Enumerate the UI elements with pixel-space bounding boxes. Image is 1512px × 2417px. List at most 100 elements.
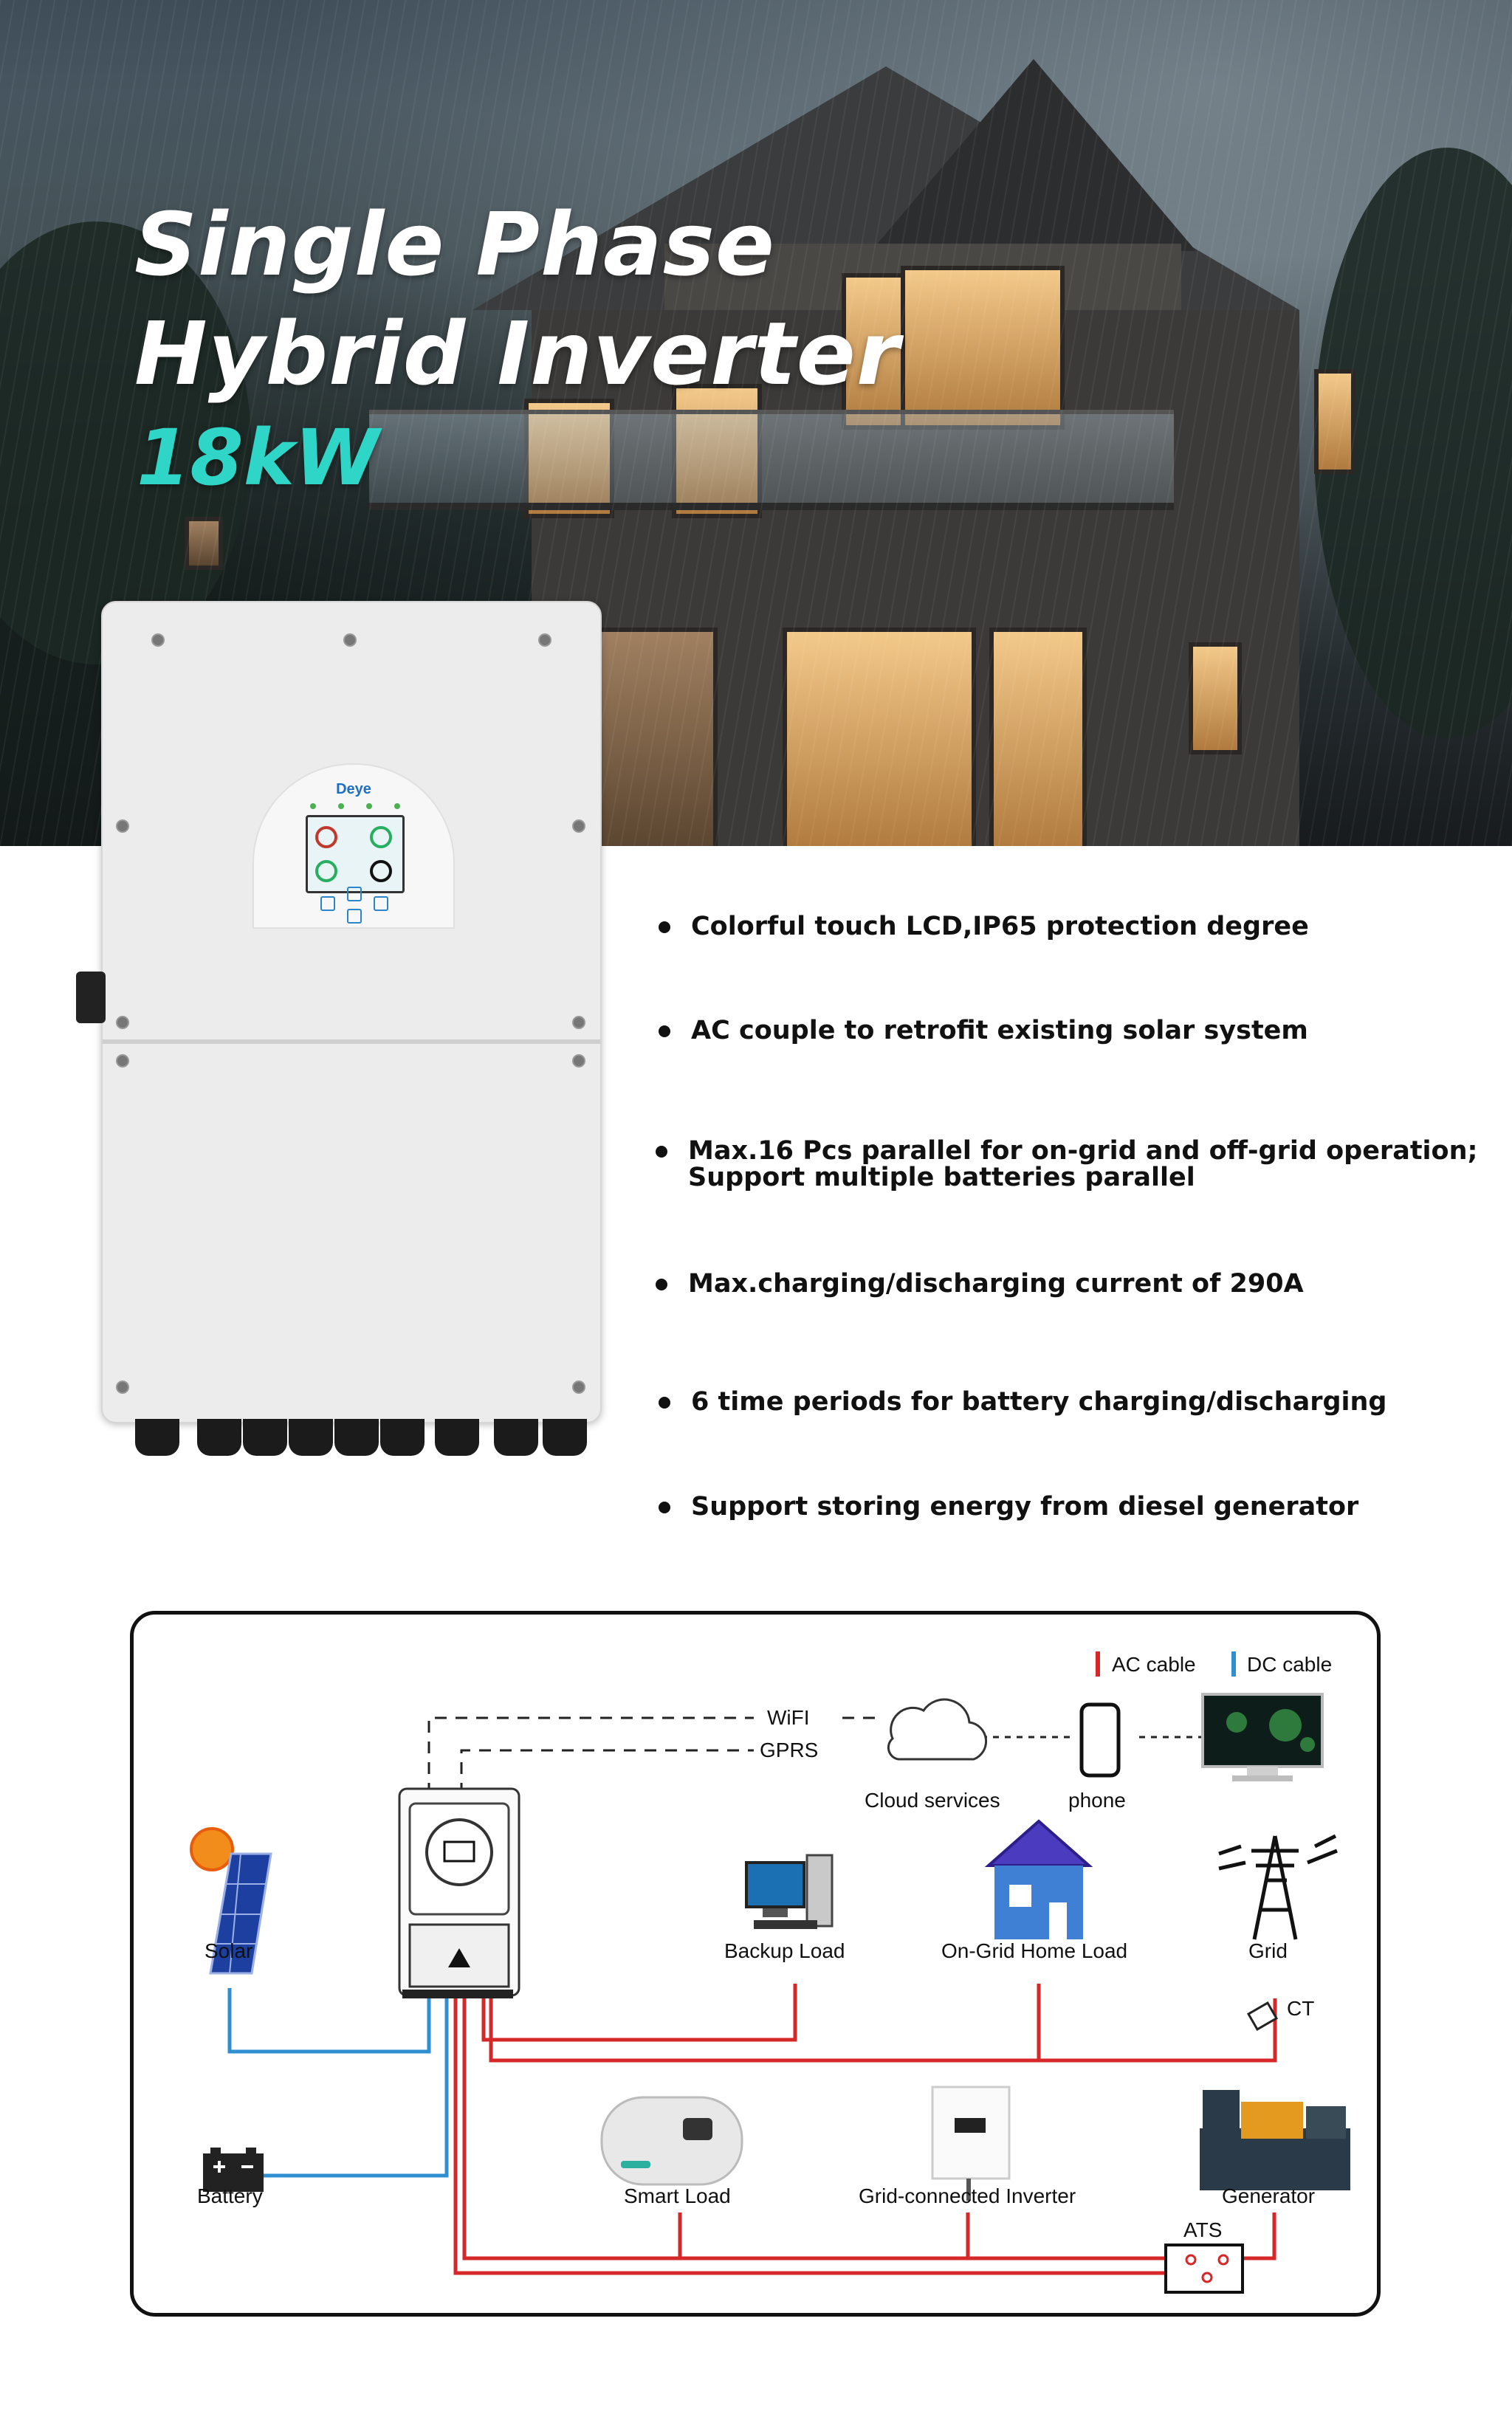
window	[672, 384, 762, 518]
bullet	[656, 1279, 667, 1290]
bullet	[659, 921, 670, 933]
grid-label: Grid	[1248, 1939, 1288, 1962]
lcd-gauge-icon	[315, 860, 337, 882]
phone-label: phone	[1068, 1789, 1126, 1812]
window	[1314, 369, 1355, 474]
cable-gland	[494, 1419, 538, 1456]
wifi-link	[427, 1716, 754, 1795]
generator-icon	[1200, 2090, 1350, 2190]
menu-button-icon	[374, 896, 388, 911]
lcd-gauge-icon	[370, 860, 392, 882]
ats-label: ATS	[1183, 2218, 1223, 2241]
bullet	[659, 1502, 670, 1513]
hero-banner: Single Phase Hybrid Inverter 18kW	[0, 0, 1512, 846]
hero-title-line1: Single Phase	[134, 193, 775, 295]
feature-text: Colorful touch LCD,IP65 protection degre…	[691, 912, 1309, 941]
cable-gland	[289, 1419, 333, 1456]
house-gable	[871, 59, 1196, 251]
hero-power-rating: 18kW	[137, 413, 379, 503]
ongrid-home-load-label: On-Grid Home Load	[941, 1939, 1128, 1962]
wifi-label: WiFI	[767, 1706, 810, 1729]
ct-icon	[1246, 2001, 1279, 2031]
screw	[116, 1054, 129, 1067]
cable-gland	[135, 1419, 179, 1456]
window	[524, 399, 614, 518]
cable-gland	[543, 1419, 587, 1456]
ats-box	[1164, 2244, 1244, 2294]
balcony	[369, 410, 1174, 510]
monitor-icon	[1201, 1693, 1324, 1781]
screw	[343, 633, 357, 647]
feature-text: Max.charging/discharging current of 290A	[688, 1269, 1304, 1299]
house-icon	[984, 1819, 1093, 1939]
inverter-product-image: Deye	[76, 601, 602, 1456]
inverter-icon	[398, 1787, 520, 1998]
ac-cable-legend: AC cable	[1112, 1653, 1196, 1676]
status-led	[366, 803, 372, 809]
brand-logo: Deye	[336, 781, 371, 797]
gprs-link	[460, 1749, 754, 1795]
cable-gland	[334, 1419, 379, 1456]
feature-text: AC couple to retrofit existing solar sys…	[691, 1016, 1308, 1045]
feature-text: Max.16 Pcs parallel for on-grid and off-…	[688, 1136, 1478, 1166]
hero-title-line2: Hybrid Inverter	[134, 303, 901, 405]
menu-button-icon	[347, 909, 362, 924]
cable-gland	[197, 1419, 241, 1456]
ats-contact	[1201, 2272, 1213, 2283]
status-led	[394, 803, 400, 809]
transmission-tower-icon	[1218, 1834, 1338, 1940]
backup-load-cable	[481, 1984, 797, 2042]
gprs-label: GPRS	[760, 1739, 819, 1761]
status-led	[310, 803, 316, 809]
generator-cable-1	[453, 1998, 1166, 2275]
screw	[572, 1381, 585, 1394]
generator-label: Generator	[1222, 2184, 1316, 2207]
battery-dc-cable	[261, 1998, 449, 2178]
grid-cable	[489, 1998, 1277, 2063]
battery-icon	[203, 2148, 264, 2192]
window	[783, 628, 976, 846]
solar-panel-icon	[190, 1827, 272, 1975]
feature-text: Support storing energy from diesel gener…	[691, 1492, 1359, 1522]
control-panel: Deye	[252, 763, 455, 929]
status-led	[338, 803, 344, 809]
backup-load-label: Backup Load	[724, 1939, 845, 1962]
wiring	[190, 1651, 1350, 2294]
side-switch	[76, 972, 106, 1023]
menu-button-icon	[347, 887, 362, 901]
computer-icon	[745, 1854, 834, 1929]
screw	[116, 1016, 129, 1029]
ct-label: CT	[1287, 1997, 1315, 2020]
ats-contact	[1185, 2254, 1197, 2266]
screw	[572, 819, 585, 833]
ats-contact	[1217, 2254, 1229, 2266]
window	[989, 628, 1087, 846]
window	[1189, 642, 1242, 754]
bullet	[656, 1146, 667, 1158]
lcd-gauge-icon	[315, 826, 337, 848]
cable-gland	[380, 1419, 425, 1456]
smart-load-label: Smart Load	[624, 2184, 731, 2207]
lcd-screen	[306, 815, 405, 893]
screw	[116, 1381, 129, 1394]
screw	[572, 1016, 585, 1029]
generator-ats-cable	[1234, 2213, 1276, 2260]
grid-connected-inverter-label: Grid-connected Inverter	[859, 2184, 1076, 2207]
window	[185, 517, 223, 570]
feature-text: Support multiple batteries parallel	[688, 1163, 1195, 1192]
water-heater-icon	[600, 2096, 743, 2186]
window	[901, 266, 1065, 430]
screw	[116, 819, 129, 833]
lcd-gauge-icon	[370, 826, 392, 848]
menu-button-icon	[320, 896, 335, 911]
screw	[572, 1054, 585, 1067]
system-diagram: AC cable DC cable WiFI GPRS Cloud servic…	[130, 1611, 1381, 2317]
bullet	[659, 1025, 670, 1037]
cloud-icon	[887, 1698, 988, 1761]
tree-left	[0, 221, 251, 664]
cloud-services-label: Cloud services	[865, 1789, 1000, 1812]
phone-icon	[1079, 1702, 1121, 1778]
cable-gland	[243, 1419, 287, 1456]
bullet	[659, 1397, 670, 1409]
inverter-cover-seam	[103, 1039, 600, 1044]
